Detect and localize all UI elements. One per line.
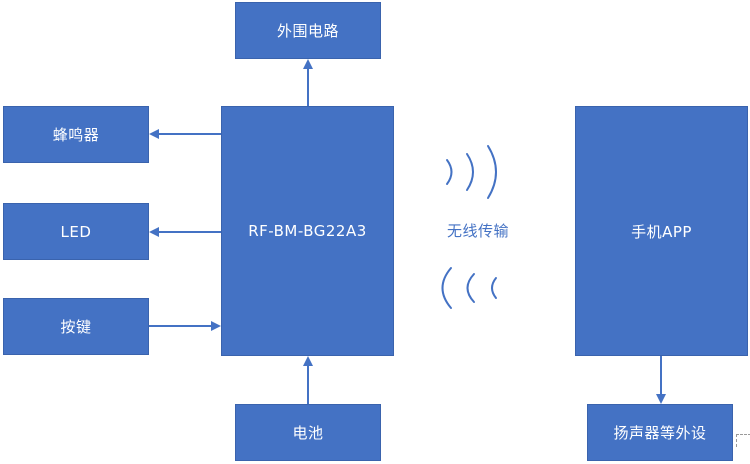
- radio-wave-left-icon: [441, 267, 497, 309]
- speaker-peripherals-block: 扬声器等外设: [587, 404, 733, 461]
- phone-app-label: 手机APP: [631, 222, 692, 241]
- phone-app-block: 手机APP: [575, 106, 748, 356]
- buzzer-block: 蜂鸣器: [3, 106, 149, 163]
- led-block: LED: [3, 203, 149, 260]
- peripheral-circuit-block: 外围电路: [235, 2, 381, 59]
- speaker-peripherals-label: 扬声器等外设: [613, 424, 707, 442]
- peripheral-circuit-label: 外围电路: [276, 22, 339, 40]
- corner-mark: [736, 434, 750, 447]
- buzzer-label: 蜂鸣器: [52, 126, 100, 144]
- keys-label: 按键: [60, 318, 92, 336]
- battery-block: 电池: [235, 404, 381, 461]
- radio-wave-right-icon: [446, 145, 497, 199]
- led-label: LED: [60, 222, 92, 241]
- battery-label: 电池: [292, 424, 324, 442]
- rf-module-block: RF-BM-BG22A3: [221, 106, 394, 356]
- keys-block: 按键: [3, 298, 149, 355]
- rf-module-label: RF-BM-BG22A3: [248, 222, 367, 240]
- wireless-transmission-label: 无线传输: [446, 222, 509, 240]
